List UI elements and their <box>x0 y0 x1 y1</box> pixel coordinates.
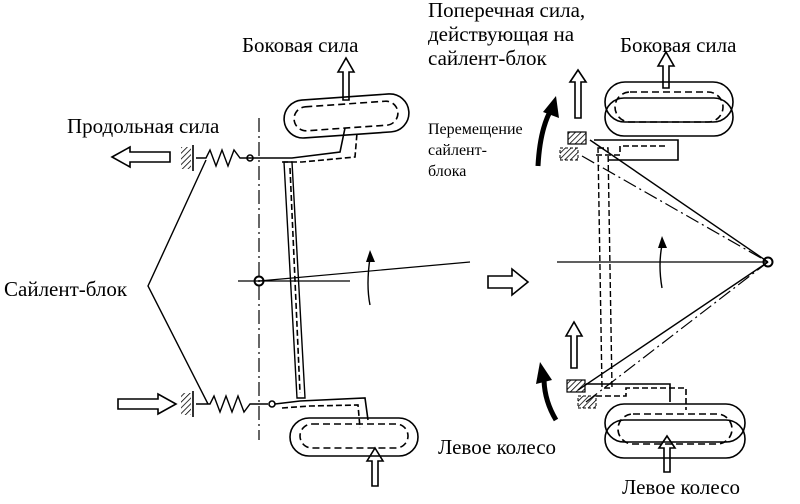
transverse-force-label-3: сайлент-блок <box>428 46 547 70</box>
right-link-3 <box>577 261 769 391</box>
left-lower-knuckle-displaced <box>281 404 361 429</box>
upper-bushing-motion-arrow <box>535 106 555 167</box>
right-lower-wheel-arrow <box>657 434 677 473</box>
right-upper-knuckle-displaced <box>596 145 666 156</box>
silent-block-pointer <box>147 159 209 405</box>
left-wheel-label-left: Левое колесо <box>438 435 556 459</box>
right-link-1 <box>589 139 769 263</box>
bushing-move-label-3: блока <box>428 163 466 180</box>
left-lower-joint <box>268 400 276 408</box>
left-strut <box>283 161 306 399</box>
lower-bushing-motion-arrow <box>541 377 559 422</box>
left-strut-displaced <box>289 167 301 394</box>
left-rotation-arrow <box>367 257 371 306</box>
right-upper-wheel-2 <box>604 97 734 137</box>
right-lateral-force-label: Боковая сила <box>620 33 737 57</box>
right-rotation-arrow <box>659 244 663 289</box>
transverse-force-label-2: действующая на <box>428 22 575 46</box>
right-lower-wheel <box>604 403 746 443</box>
lower-bushing-motion-arrowhead <box>536 362 552 384</box>
right-lower-mount-moved <box>577 395 597 409</box>
right-upper-knuckle <box>594 139 679 161</box>
right-lower-mount-original <box>566 379 586 393</box>
right-link-4 <box>585 261 769 403</box>
transverse-force-label-1: Поперечная сила, <box>428 0 585 22</box>
left-wheel-label-right: Левое колесо <box>622 475 740 499</box>
left-lower-force-arrow <box>117 392 178 416</box>
left-rotation-arrowhead <box>366 250 375 262</box>
left-lower-knuckle <box>274 397 369 421</box>
left-upper-mount <box>181 147 191 169</box>
right-upper-mount-moved <box>559 147 579 161</box>
left-lower-spring <box>196 394 268 414</box>
longitudinal-force-label: Продольная сила <box>67 114 220 138</box>
left-upper-wheel-inner <box>293 100 399 132</box>
left-lower-mount <box>181 393 191 415</box>
right-upper-mount-original <box>567 131 587 145</box>
silent-block-label: Сайлент-блок <box>4 277 128 301</box>
bushing-move-label-2: сайлент- <box>428 142 487 159</box>
left-lower-wheel-arrow <box>365 446 385 487</box>
right-lower-transverse-arrow <box>564 320 584 369</box>
left-upper-spring <box>196 148 248 168</box>
right-lower-knuckle-displaced <box>596 387 687 410</box>
right-diagram <box>535 50 774 473</box>
right-link-2 <box>581 155 769 263</box>
left-lateral-force-label: Боковая сила <box>242 33 359 57</box>
left-upper-wheel <box>283 93 410 139</box>
right-lower-wheel-inner <box>617 413 733 445</box>
left-upper-knuckle <box>272 127 346 159</box>
right-pivot <box>762 256 774 268</box>
left-lower-wheel <box>289 417 419 457</box>
bushing-move-label-1: Перемещение <box>428 121 523 138</box>
right-upper-wheel-inner <box>614 91 724 123</box>
right-lower-wheel-2 <box>604 419 746 459</box>
right-transverse-force-arrow <box>568 68 588 119</box>
right-rotation-arrowhead <box>658 236 667 248</box>
left-pivot <box>253 275 265 287</box>
right-lateral-force-arrow <box>656 50 676 89</box>
longitudinal-force-arrow <box>110 145 171 169</box>
upper-bushing-motion-arrowhead <box>543 96 559 118</box>
left-lower-wheel-inner <box>299 423 409 449</box>
transition-arrow <box>487 267 530 297</box>
right-lower-knuckle <box>586 383 671 402</box>
right-strut <box>597 147 613 389</box>
left-lateral-force-arrow <box>336 56 356 101</box>
left-diagram <box>110 56 471 487</box>
